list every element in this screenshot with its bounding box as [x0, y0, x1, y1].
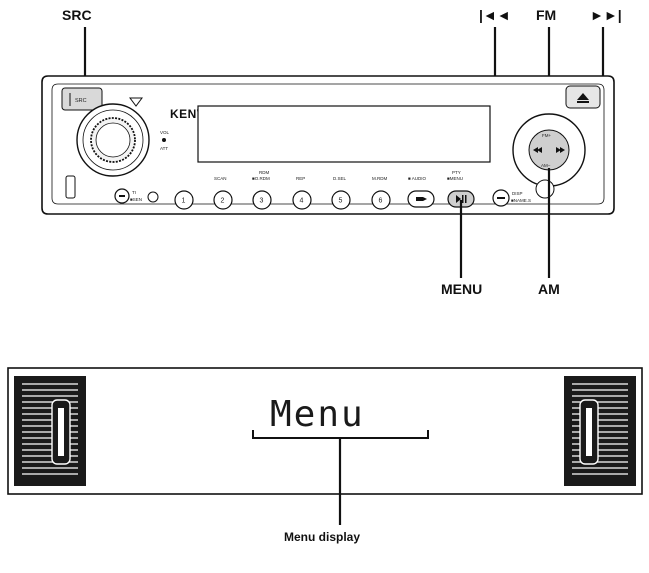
label-rep: REP: [296, 176, 305, 181]
svg-text:4: 4: [300, 198, 304, 205]
vol-label: VOL: [160, 130, 170, 135]
right-spectrum-graphic: [564, 376, 636, 486]
label-menu: ■MENU: [447, 176, 463, 181]
disp-button[interactable]: [492, 189, 510, 207]
callout-next: ►►|: [590, 7, 622, 23]
disp-label: DISP: [512, 191, 523, 196]
preset-button-6[interactable]: 6: [371, 190, 391, 210]
callout-fm: FM: [536, 7, 556, 23]
play-icon: [456, 195, 461, 203]
triangle-down-icon: [129, 97, 143, 107]
svg-text:3: 3: [260, 198, 264, 205]
label-d-sel: D.SEL: [333, 176, 347, 181]
callout-src: SRC: [62, 7, 92, 23]
label-m-rdm: M.RDM: [372, 176, 387, 181]
audio-button[interactable]: [407, 190, 435, 208]
ti-label: TI: [132, 190, 136, 195]
sen-label: ■SEN: [130, 197, 142, 202]
label-pty: PTY: [452, 170, 461, 175]
rewind-icon: [533, 147, 542, 153]
label-o-rdm: ■O.RDM: [252, 176, 270, 181]
aux-slot: [65, 175, 76, 199]
volume-knob[interactable]: [76, 103, 150, 177]
att-dot-icon: [162, 138, 166, 142]
att-label: ATT: [160, 146, 168, 151]
knob-fm-label: FM+: [542, 133, 551, 138]
callout-am: AM: [538, 281, 560, 297]
callout-prev: |◄◄: [479, 7, 511, 23]
lcd-menu-text: Menu: [270, 394, 365, 435]
name-s-label: ■NAME.S: [511, 198, 531, 203]
control-knob[interactable]: FM+ AM−: [512, 113, 586, 187]
svg-text:5: 5: [339, 198, 343, 205]
sensor-icon: [147, 191, 159, 203]
reset-button[interactable]: [535, 179, 555, 199]
preset-button-5[interactable]: 5: [331, 190, 351, 210]
svg-text:2: 2: [221, 198, 225, 205]
svg-text:1: 1: [182, 198, 186, 205]
eject-button[interactable]: [565, 85, 601, 109]
preset-button-2[interactable]: 2: [213, 190, 233, 210]
preset-button-1[interactable]: 1: [174, 190, 194, 210]
preset-button-4[interactable]: 4: [292, 190, 312, 210]
svg-text:6: 6: [379, 198, 383, 205]
lcd-display-panel: Menu: [7, 367, 643, 495]
src-button[interactable]: SRC: [61, 87, 103, 111]
stereo-faceplate: SRC KENWOOD VOL ATT FM+ A: [41, 75, 615, 215]
label-rdm: RDM: [259, 170, 269, 175]
knob-am-label: AM−: [541, 163, 551, 168]
preset-button-3[interactable]: 3: [252, 190, 272, 210]
label-audio: ■ AUDIO: [408, 176, 426, 181]
display-window: [197, 105, 491, 163]
fast-forward-icon: [556, 147, 565, 153]
left-spectrum-graphic: [14, 376, 86, 486]
ti-button[interactable]: [114, 188, 130, 204]
callout-menu: MENU: [441, 281, 482, 297]
svg-text:SRC: SRC: [75, 98, 87, 104]
caption-menu-display: Menu display: [284, 530, 360, 544]
label-scan: SCAN: [214, 176, 227, 181]
